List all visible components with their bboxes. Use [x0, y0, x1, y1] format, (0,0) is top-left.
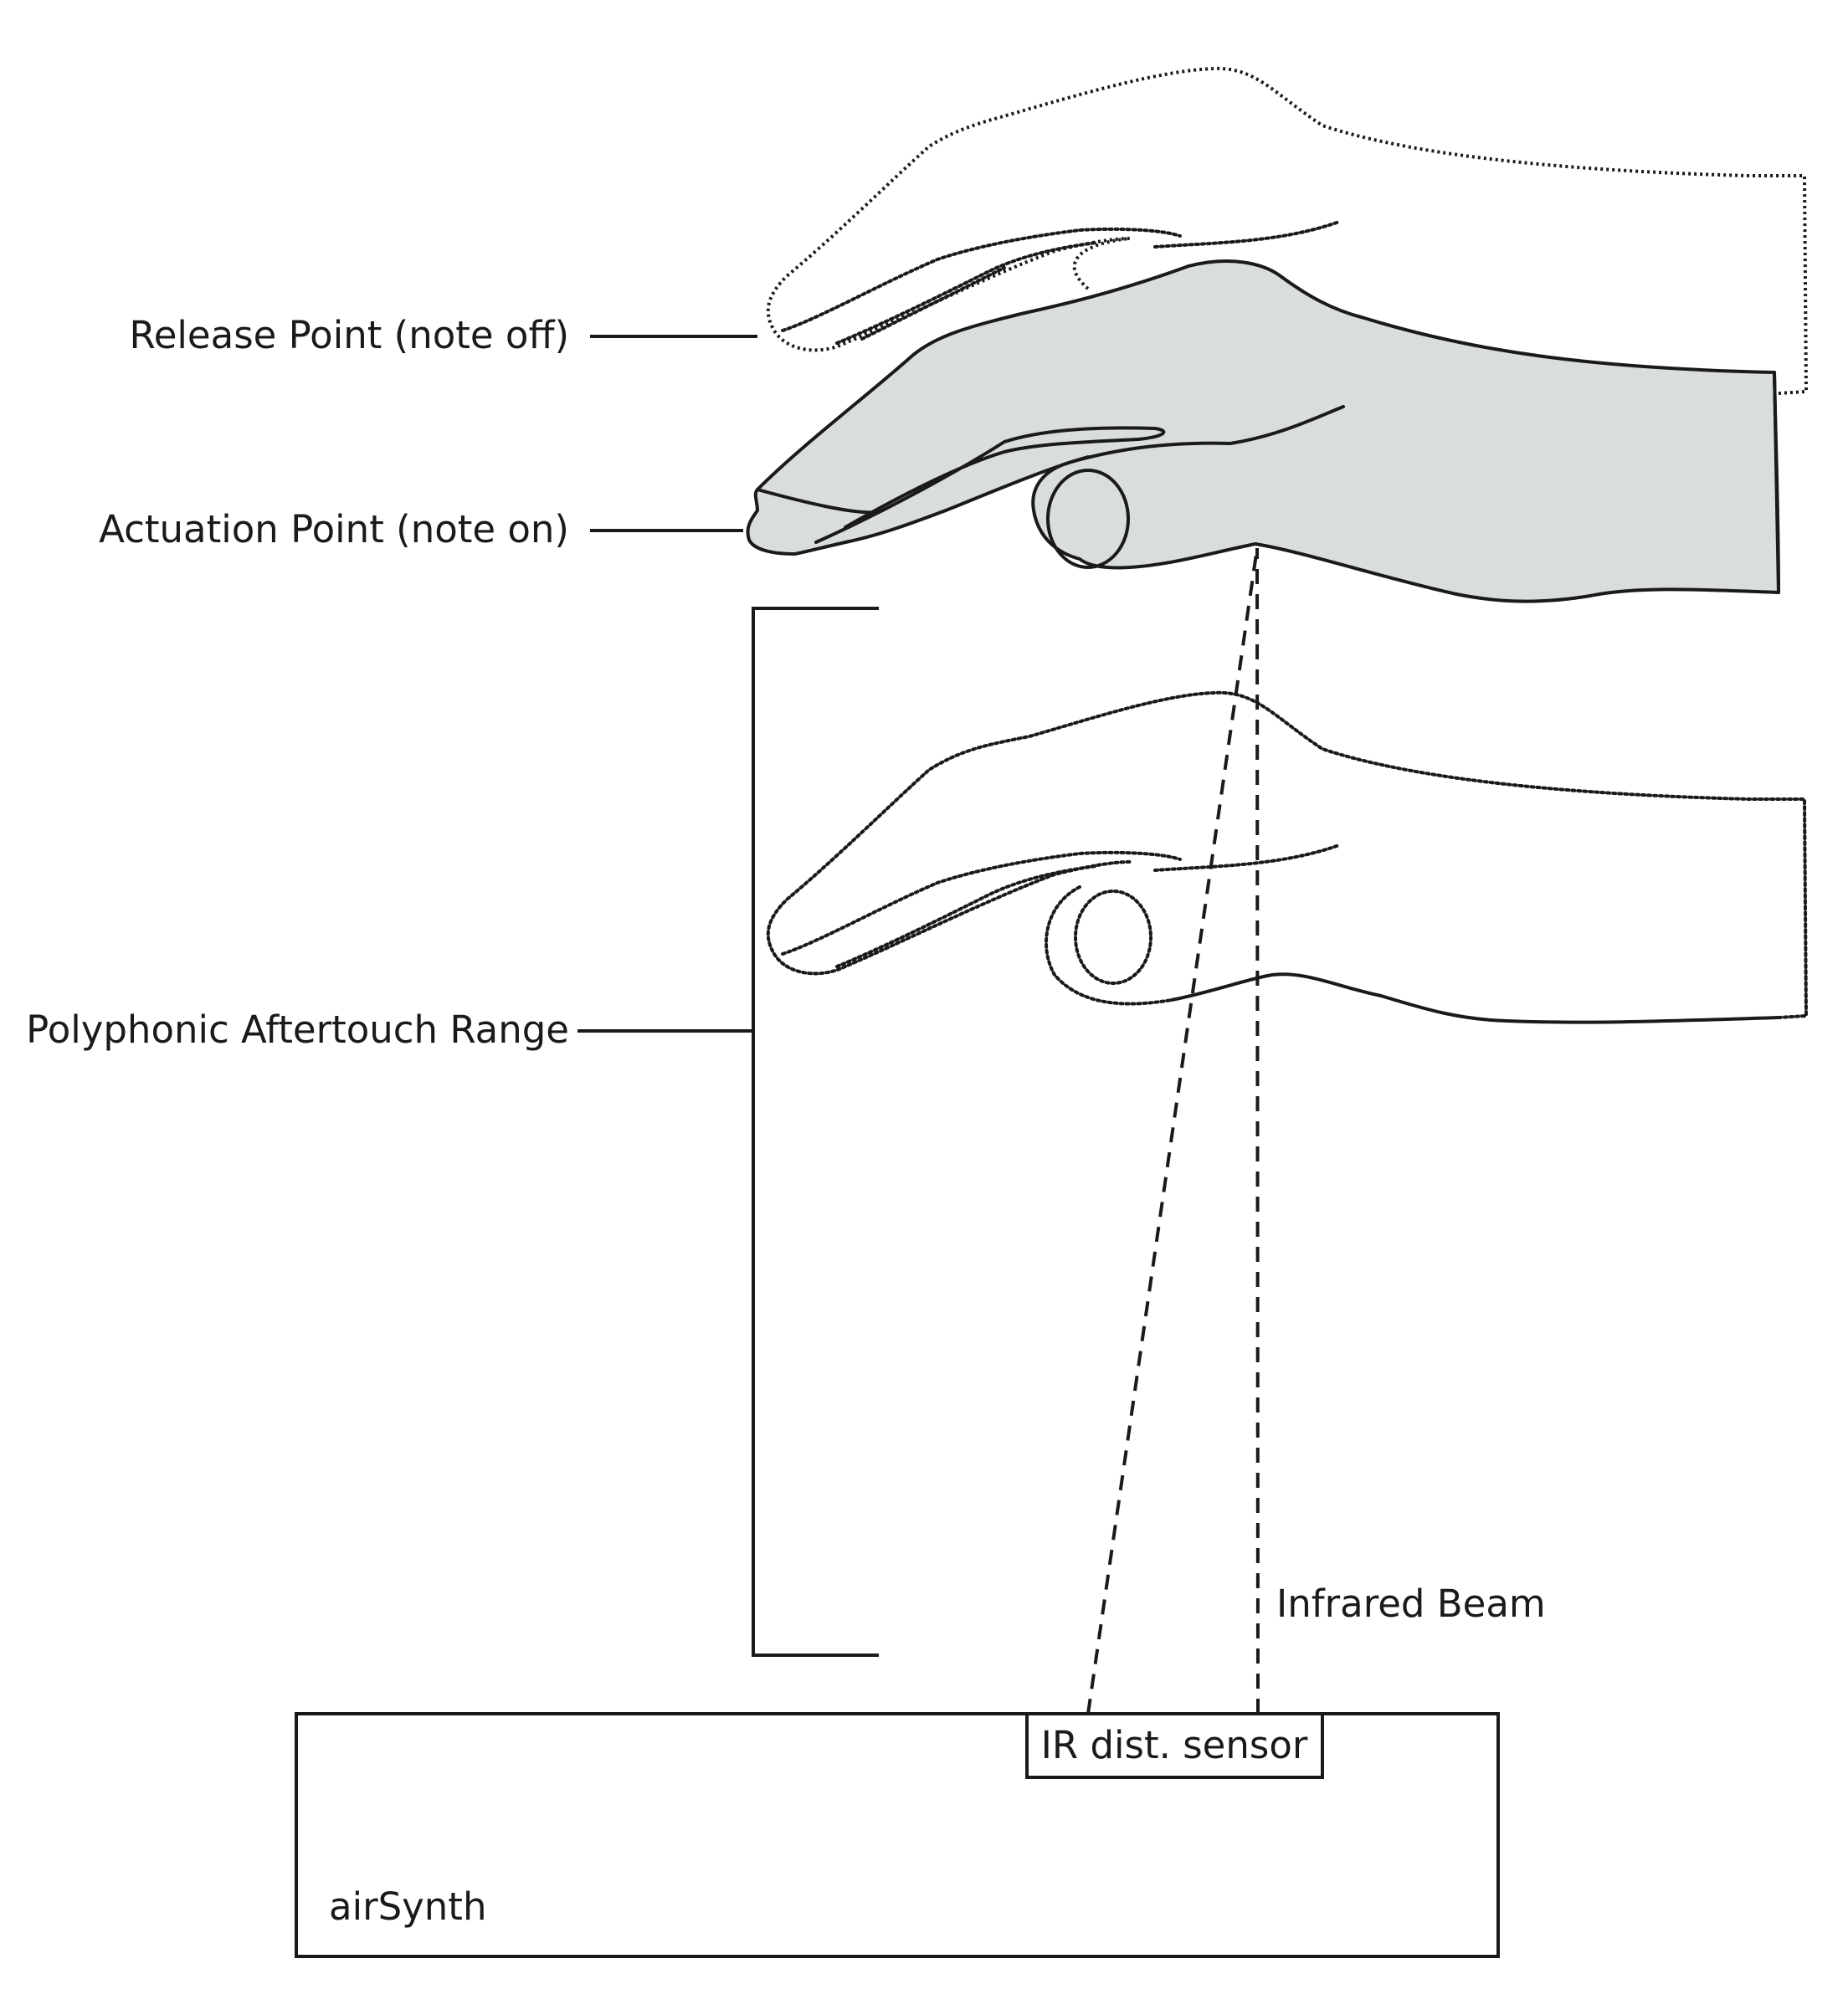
label-aftertouch-range: Polyphonic Aftertouch Range [26, 1008, 569, 1052]
label-actuation-point: Actuation Point (note on) [99, 507, 569, 551]
infrared-beam [1086, 547, 1260, 1715]
label-release-point: Release Point (note off) [130, 313, 570, 357]
hand-release-position [766, 66, 1808, 395]
hand-aftertouch-position [766, 690, 1808, 1024]
aftertouch-bracket [578, 607, 879, 1657]
label-infrared-beam: Infrared Beam [1276, 1582, 1546, 1626]
hand-actuation-position [746, 259, 1780, 603]
ir-sensor-box [1025, 1712, 1324, 1779]
label-device: airSynth [329, 1884, 486, 1929]
label-sensor: IR dist. sensor [1041, 1723, 1308, 1767]
airsynth-device [295, 1712, 1500, 1958]
